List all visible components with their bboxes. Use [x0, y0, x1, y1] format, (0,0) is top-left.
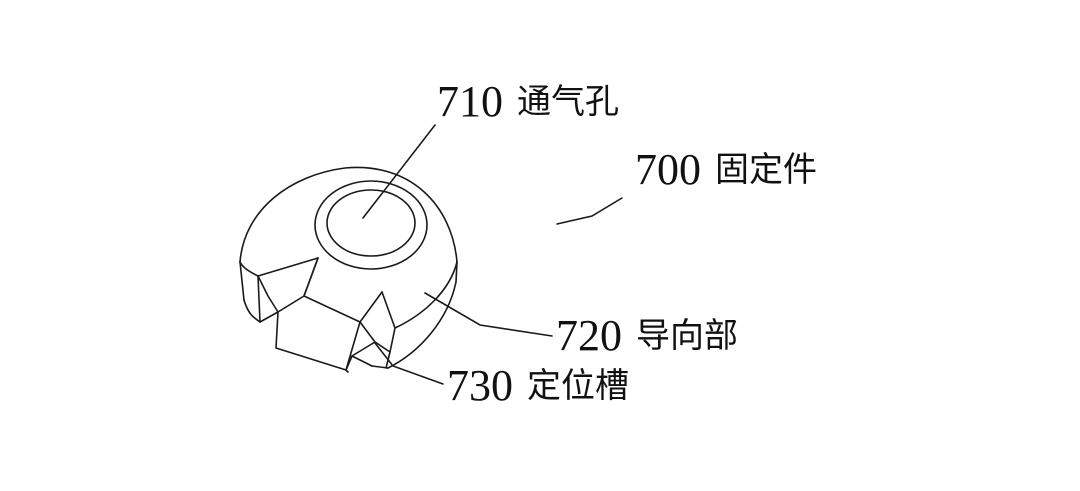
fixing-member-body	[239, 166, 458, 373]
callout-number: 710	[437, 77, 503, 126]
callout-name: 通气孔	[517, 82, 619, 122]
callout-fixing-member: 700 固定件	[635, 148, 817, 192]
leader-720	[424, 292, 553, 337]
callout-name: 导向部	[636, 316, 738, 356]
callout-name: 定位槽	[527, 366, 629, 406]
leader-700	[556, 197, 623, 225]
callout-name: 固定件	[715, 150, 817, 190]
callout-positioning-slot: 730 定位槽	[447, 364, 629, 408]
callout-vent-hole: 710 通气孔	[437, 80, 619, 124]
leader-730	[374, 342, 444, 385]
callout-number: 700	[635, 145, 701, 194]
callout-guide-part: 720 导向部	[556, 314, 738, 358]
callout-number: 720	[556, 311, 622, 360]
leader-710	[362, 124, 436, 219]
callout-number: 730	[447, 361, 513, 410]
